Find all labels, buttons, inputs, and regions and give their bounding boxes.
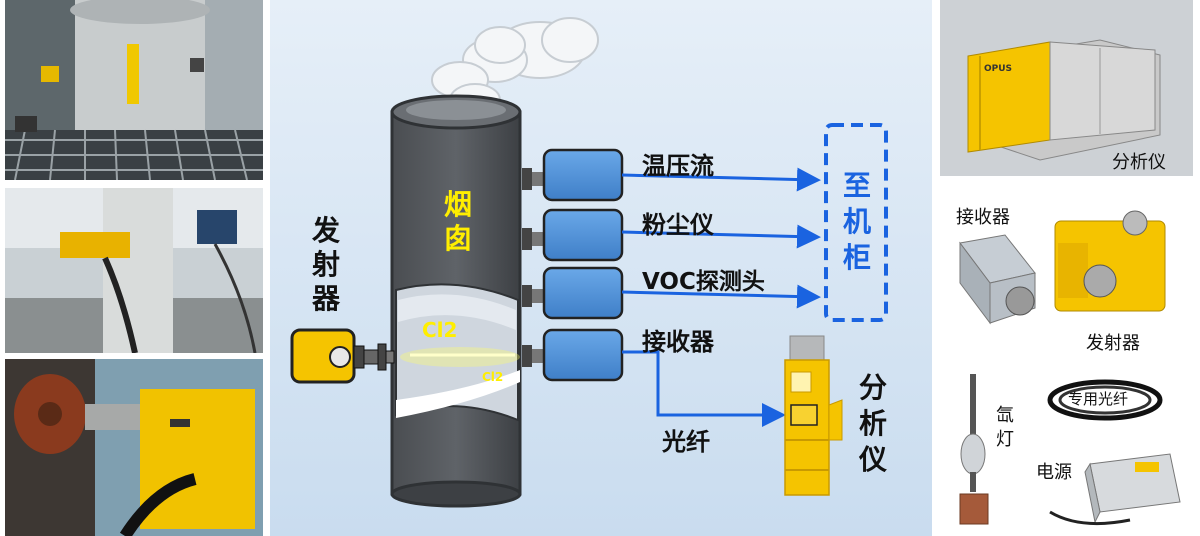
diagram-panel: 烟囱 发射器 Cl2 Cl2 温压流 粉尘仪 VOC探测头 接收器 至机柜 光纤…	[270, 0, 932, 536]
cabinet-label: 至机柜	[842, 169, 871, 274]
fiber-label: 光纤	[662, 428, 710, 456]
receiver-caption: 接收器	[956, 207, 1010, 228]
power-caption: 电源	[1036, 462, 1072, 483]
lamp-caption: 氙灯	[996, 405, 1014, 450]
arrow-voc-to-cabinet	[621, 284, 821, 309]
sensor-label-receiver: 接收器	[642, 328, 714, 356]
sensor-receiver	[522, 328, 624, 382]
sensor-label-voc: VOC探测头	[642, 269, 765, 295]
device-brand: OPUS	[984, 64, 1013, 74]
photo-chimney-side	[5, 188, 263, 353]
emitter-label: 发射器	[311, 214, 340, 315]
panel-accessories: 氙灯 专用光纤 电源	[940, 362, 1193, 536]
photo-chimney-mount	[5, 0, 263, 180]
panel-analyzer: OPUS 分析仪	[940, 0, 1193, 176]
analyzer-tower	[784, 335, 843, 496]
chimney	[390, 94, 522, 508]
arrow-temp-to-cabinet	[621, 167, 821, 192]
panel-receiver-emitter: 接收器 发射器	[940, 183, 1193, 356]
fiber-line	[622, 350, 786, 427]
sensor-label-temp: 温压流	[642, 152, 714, 180]
gas-label-sub: Cl2	[482, 370, 504, 384]
analyzer-caption: 分析仪	[1112, 152, 1166, 173]
analyzer-label: 分析仪	[858, 371, 887, 476]
cabinet-box	[824, 123, 888, 322]
photo-flange-emitter	[5, 359, 263, 536]
fiber-caption: 专用光纤	[1068, 390, 1129, 408]
sensor-dust	[522, 208, 624, 262]
arrow-dust-to-cabinet	[621, 224, 821, 249]
chimney-label: 烟囱	[443, 188, 472, 255]
gas-label-main: Cl2	[422, 318, 458, 342]
diagram-canvas	[270, 0, 932, 536]
emitter-caption: 发射器	[1086, 333, 1140, 354]
sensor-label-dust: 粉尘仪	[642, 211, 714, 239]
emitter-device	[290, 328, 395, 384]
